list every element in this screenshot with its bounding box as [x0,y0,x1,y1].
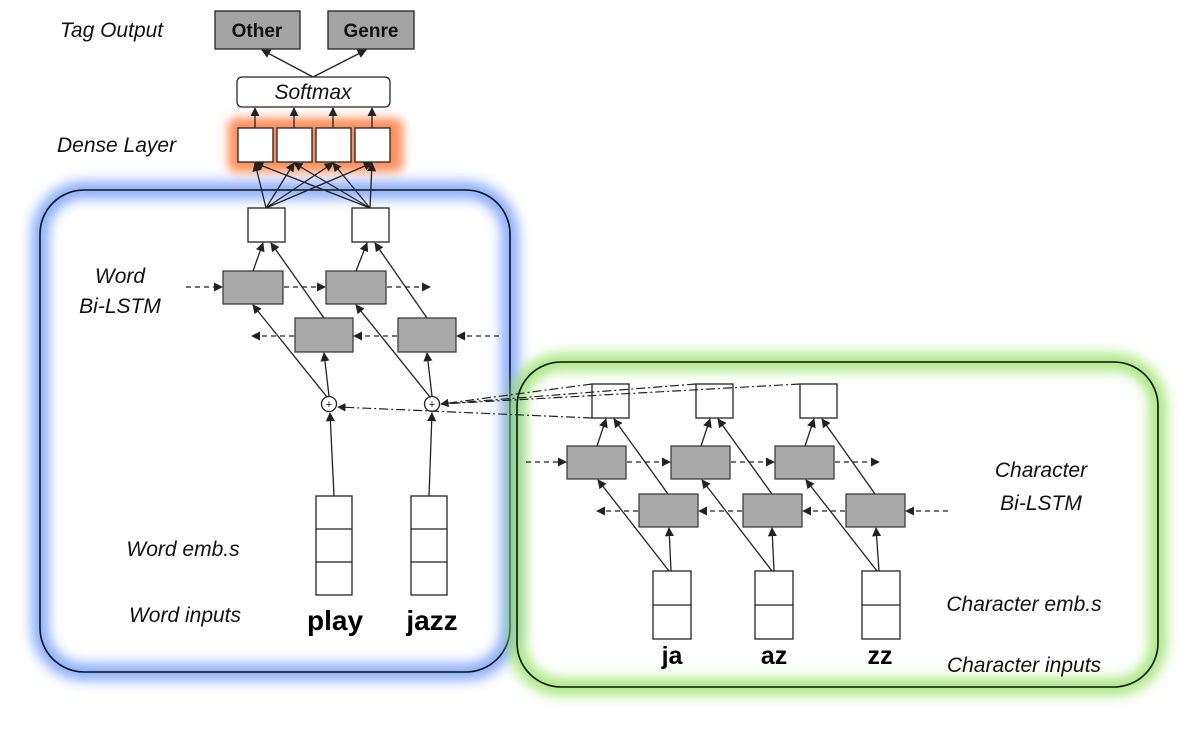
char-bilstm-label-line1: Character [995,459,1088,482]
dense-to-softmax-arrows [250,107,377,128]
word-embs-label: Word emb.s [126,538,240,561]
char-backward-lstm-cell [845,493,906,528]
softmax-to-other-arrow [261,49,314,78]
char-forward-lstm-cell [670,445,731,480]
char-output-box-zz [799,383,838,419]
concat-node-jazz: + [423,395,441,413]
dense-layer [228,118,403,172]
char-embedding-az [754,570,794,640]
word-panel [33,183,517,679]
tag-box-genre: Genre [327,10,415,50]
word-input-play: play [307,605,363,636]
word-lstm-to-output-arrows [252,242,428,319]
char-backward-lstm-cell [742,493,803,528]
char-input-zz: zz [868,642,893,670]
word-input-jazz: jazz [405,605,457,636]
char-lstm-to-output-arrows [596,418,876,495]
tag-output-label: Tag Output [60,19,164,42]
char-forward-lstm-cell [774,445,835,480]
dense-unit [315,127,352,163]
char-backward-lstm-cell [638,493,699,528]
concat-to-word-lstm-arrows [252,304,433,398]
char-input-az: az [761,642,787,670]
char-embs-label: Character emb.s [946,593,1102,616]
char-emb-to-lstm-arrows [597,479,882,572]
jazz-emb-to-concat-arrow [427,412,437,497]
char-to-concat-connections [337,383,801,419]
word-bilstm-label-line2: Bi-LSTM [79,295,161,318]
dense-unit [276,127,313,163]
word-forward-lstm-cell [222,270,284,305]
softmax-label: Softmax [274,81,353,104]
word-forward-lstm-cell [325,270,387,305]
tag-box-other: Other [214,10,301,50]
softmax-box: Softmax [236,76,391,108]
char-embedding-zz [861,570,901,640]
char-bilstm-label-line2: Bi-LSTM [1000,492,1082,515]
character-panel [510,355,1165,694]
word-backward-lstm-cell [397,317,457,353]
svg-text:+: + [326,399,332,411]
svg-text:+: + [429,399,435,411]
char-input-ja: ja [661,642,684,670]
dense-unit [237,127,274,163]
dense-unit [354,127,391,163]
word-bilstm-label-line1: Word [95,265,146,288]
word-embedding-jazz [410,495,448,596]
char-inputs-label: Character inputs [947,654,1102,677]
tag-genre-label: Genre [344,21,399,42]
word-backward-lstm-cell [294,317,354,353]
concat-node-play: + [320,395,338,413]
tag-other-label: Other [232,21,283,42]
softmax-to-genre-arrow [312,49,367,78]
word-to-dense-arrows [252,161,377,209]
dense-layer-label: Dense Layer [57,134,177,157]
word-embedding-play [315,495,353,596]
word-output-box-jazz [351,207,390,243]
word-output-box-play [247,207,286,243]
char-forward-lstm-cell [566,445,627,480]
tag-output-group: Tag Output Other Genre [60,10,415,50]
word-inputs-label: Word inputs [129,604,242,627]
char-embedding-ja [652,570,692,640]
play-emb-to-concat-arrow [325,412,335,497]
